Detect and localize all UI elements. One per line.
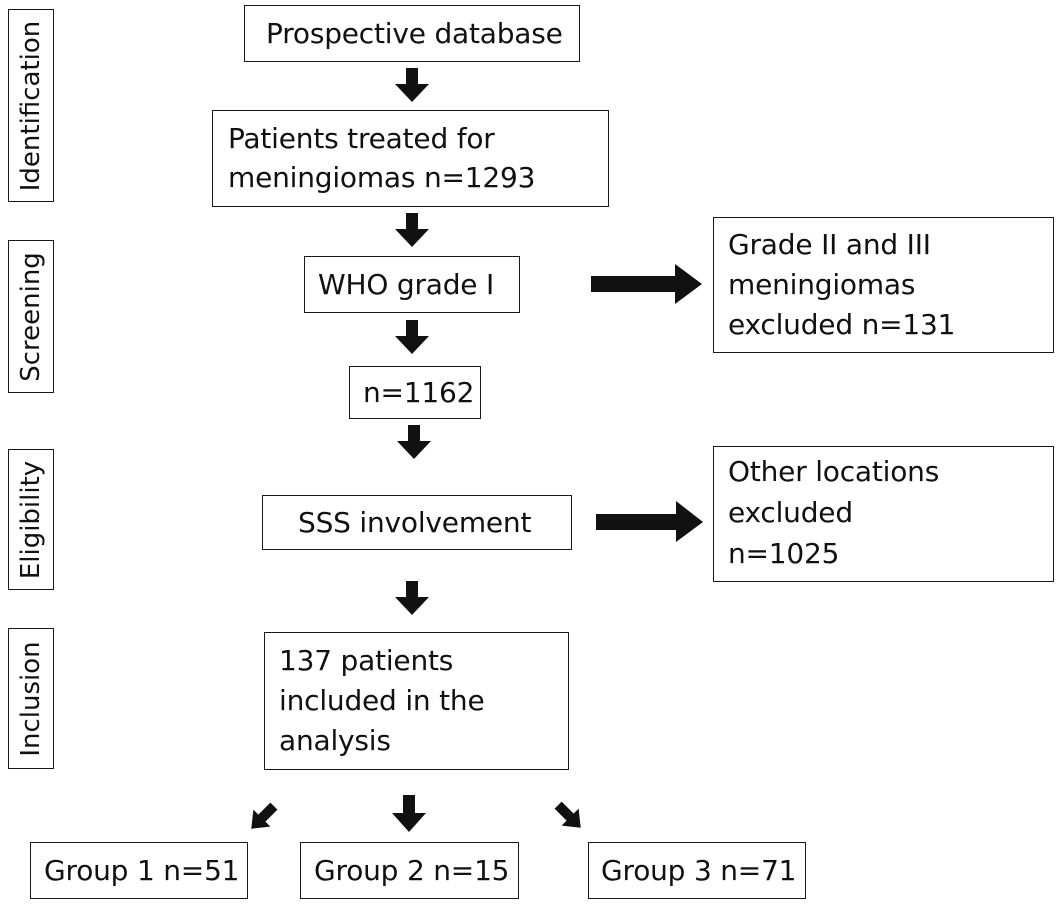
stage-inclusion: Inclusion bbox=[8, 628, 54, 769]
arrow-diagonal-group-3 bbox=[554, 801, 581, 828]
group-3-box bbox=[588, 842, 806, 899]
arrow-down-5 bbox=[395, 581, 429, 615]
stage-screening: Screening bbox=[8, 240, 54, 393]
sss-involvement-text: SSS involvement bbox=[298, 506, 532, 539]
grade-excluded-line-3: excluded n=131 bbox=[728, 308, 956, 341]
arrow-right-excluded-locations bbox=[596, 501, 703, 542]
other-locations-line-1: Other locations bbox=[728, 455, 940, 488]
included-line-3: analysis bbox=[279, 724, 391, 757]
other-locations-line-3: n=1025 bbox=[728, 537, 840, 570]
other-locations-box bbox=[713, 446, 1054, 582]
stage-eligibility: Eligibility bbox=[8, 449, 54, 590]
sss-involvement-box bbox=[262, 495, 572, 550]
grade-excluded-line-1: Grade II and III bbox=[728, 228, 931, 261]
arrow-right-excluded-grade bbox=[591, 264, 702, 304]
grade-excluded-box bbox=[713, 217, 1054, 353]
patients-treated-box bbox=[212, 110, 609, 207]
grade-excluded-line-2: meningiomas bbox=[728, 268, 916, 301]
group-1-text: Group 1 n=51 bbox=[44, 854, 240, 887]
patients-treated-line-1: Patients treated for bbox=[228, 122, 495, 155]
prospective-database-text: Prospective database bbox=[266, 17, 563, 50]
arrow-down-1 bbox=[395, 68, 429, 102]
included-line-2: included in the bbox=[279, 684, 485, 717]
included-box bbox=[264, 632, 569, 770]
who-grade-text: WHO grade I bbox=[318, 268, 495, 301]
n-1162-box bbox=[349, 366, 481, 419]
n-1162-text: n=1162 bbox=[363, 376, 475, 409]
other-locations-line-2: excluded bbox=[728, 496, 853, 529]
arrow-down-group-2 bbox=[392, 795, 426, 832]
included-line-1: 137 patients bbox=[279, 644, 454, 677]
group-2-box bbox=[300, 842, 519, 899]
arrow-diagonal-group-1 bbox=[251, 802, 278, 829]
arrow-down-4 bbox=[397, 425, 431, 459]
group-3-text: Group 3 n=71 bbox=[601, 854, 797, 887]
group-1-box bbox=[30, 842, 248, 899]
arrow-down-2 bbox=[395, 213, 429, 247]
group-2-text: Group 2 n=15 bbox=[314, 854, 510, 887]
prospective-database-box bbox=[244, 5, 580, 62]
who-grade-box bbox=[304, 256, 520, 313]
stage-identification: Identification bbox=[8, 9, 54, 202]
arrow-down-3 bbox=[395, 320, 429, 354]
patients-treated-line-2: meningiomas n=1293 bbox=[228, 161, 536, 194]
